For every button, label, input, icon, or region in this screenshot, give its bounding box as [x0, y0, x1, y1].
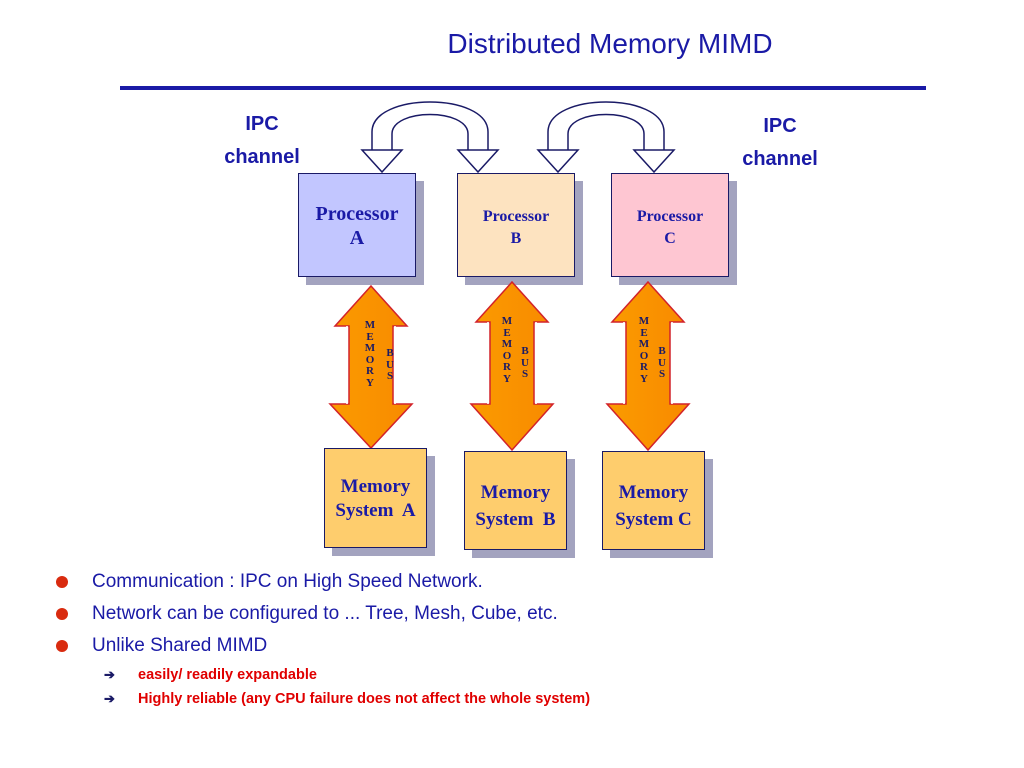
processor-b-line2: B [510, 230, 522, 247]
ipc-arrows [360, 101, 676, 174]
bus-c-letter-m2: M [638, 338, 650, 350]
ipc-label-left-line1: IPC [245, 113, 279, 135]
memory-system-b: Memory System B [464, 451, 567, 550]
bus-c-letter-o: O [639, 349, 649, 362]
bus-b-memory-label: M E M O R Y [501, 315, 513, 385]
memory-system-a: Memory System A [324, 448, 427, 548]
ipc-label-left: IPC channel [202, 108, 322, 174]
bus-c-memory-label: M E M O R Y [638, 315, 650, 385]
right-arrow-icon: ➔ [104, 691, 115, 706]
bus-b-letter-o: O [502, 349, 512, 362]
sub-bullet-text: easily/ readily expandable [138, 667, 317, 683]
bullet-list: Communication : IPC on High Speed Networ… [56, 568, 996, 712]
processor-c-line1: Processor [636, 208, 704, 225]
bus-c-letter-s: S [658, 368, 666, 380]
bus-a-letter-e: E [366, 330, 374, 343]
memory-system-c: Memory System C [602, 451, 705, 550]
bus-b-bus-label: B U S [519, 345, 531, 381]
memory-b-line2: System B [475, 509, 556, 530]
memory-c-line1: Memory [618, 482, 689, 503]
ipc-arrow-right [536, 101, 676, 174]
memory-b-line1: Memory [480, 482, 551, 503]
bullet-item: Unlike Shared MIMD [56, 632, 996, 664]
bus-c-letter-b: B [658, 345, 666, 357]
bus-b-letter-s: S [521, 368, 529, 380]
bullet-text: Unlike Shared MIMD [92, 635, 268, 656]
memory-bus-c [605, 280, 691, 452]
bus-a-letter-b: B [386, 347, 394, 359]
sub-bullet-item: ➔ Highly reliable (any CPU failure does … [56, 688, 996, 712]
bus-a-letter-s: S [386, 370, 394, 382]
bus-a-letter-y: Y [366, 376, 374, 389]
bus-b-letter-y: Y [503, 372, 511, 385]
bus-b-letter-e: E [503, 326, 511, 339]
processor-a-line1: Processor [315, 203, 399, 225]
ipc-label-left-line2: channel [224, 146, 300, 168]
bus-c-bus-label: B U S [656, 345, 668, 381]
processor-c: Processor C [611, 173, 729, 277]
bus-a-letter-o: O [365, 353, 375, 366]
bus-b-letter-m1: M [501, 315, 513, 327]
bullet-dot-icon [56, 640, 68, 652]
processor-b: Processor B [457, 173, 575, 277]
bus-a-letter-m2: M [364, 342, 376, 354]
bullet-item: Network can be configured to ... Tree, M… [56, 600, 996, 632]
ipc-label-right-line2: channel [742, 148, 818, 170]
bullet-text: Communication : IPC on High Speed Networ… [92, 571, 483, 592]
memory-a-line1: Memory [340, 476, 411, 497]
sub-bullet-text: Highly reliable (any CPU failure does no… [138, 691, 591, 707]
title-underline [120, 86, 926, 90]
bus-b-letter-r: R [503, 361, 511, 373]
bullet-item: Communication : IPC on High Speed Networ… [56, 568, 996, 600]
bus-a-letter-m1: M [364, 319, 376, 331]
bus-a-bus-label: B U S [384, 347, 396, 383]
bus-b-letter-u: U [521, 356, 529, 369]
memory-c-line2: System C [615, 509, 692, 530]
bus-a-memory-label: M E M O R Y [364, 319, 376, 389]
slide-title: Distributed Memory MIMD [447, 28, 773, 59]
processor-a-line2: A [349, 227, 365, 249]
bus-c-letter-e: E [640, 326, 648, 339]
bus-b-letter-m2: M [501, 338, 513, 350]
bus-c-letter-m1: M [638, 315, 650, 327]
bus-c-letter-r: R [640, 361, 648, 373]
bus-b-letter-b: B [521, 345, 529, 357]
ipc-label-right: IPC channel [720, 110, 840, 176]
bus-a-letter-u: U [386, 358, 394, 371]
processor-a: Processor A [298, 173, 416, 277]
bus-c-letter-y: Y [640, 372, 648, 385]
right-arrow-icon: ➔ [104, 667, 115, 682]
bullet-dot-icon [56, 608, 68, 620]
processor-c-line2: C [664, 230, 676, 247]
ipc-label-right-line1: IPC [763, 115, 797, 137]
bus-c-letter-u: U [658, 356, 666, 369]
sub-bullet-item: ➔ easily/ readily expandable [56, 664, 996, 688]
processor-b-line1: Processor [482, 208, 550, 225]
bullet-dot-icon [56, 576, 68, 588]
ipc-arrow-left [360, 101, 500, 174]
bullet-text: Network can be configured to ... Tree, M… [92, 603, 558, 624]
memory-a-line2: System A [335, 500, 416, 521]
memory-bus-b [469, 280, 555, 452]
bus-a-letter-r: R [366, 365, 374, 377]
